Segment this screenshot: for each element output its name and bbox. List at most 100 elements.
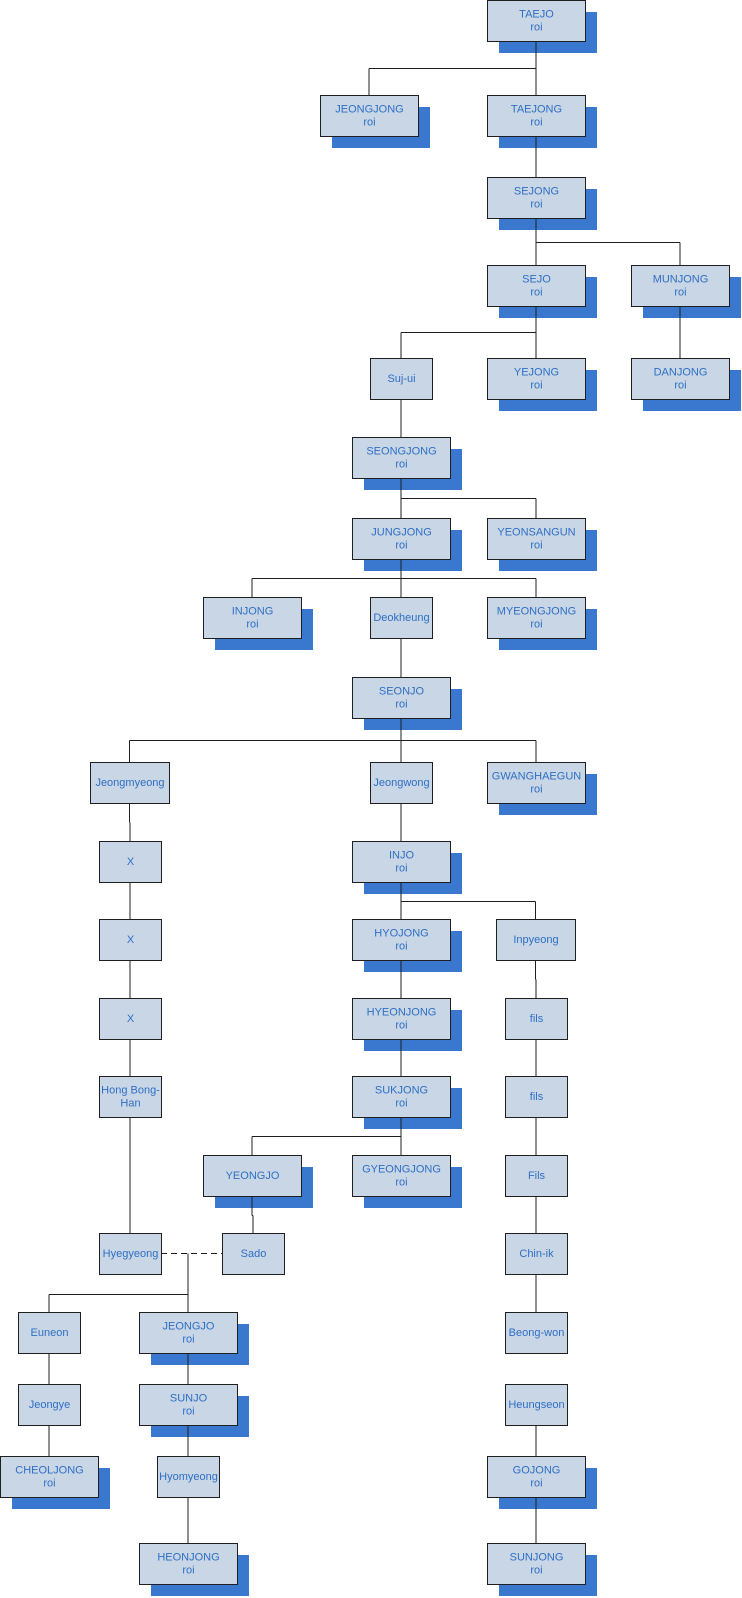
node-box <box>487 518 586 560</box>
node-name-label: INJONG <box>232 606 274 618</box>
node-box <box>370 597 433 639</box>
node-box <box>352 437 451 479</box>
node-box <box>505 1076 568 1118</box>
node-hong: Hong Bong-Han <box>99 1076 162 1118</box>
node-title-label: roi <box>674 380 686 392</box>
node-box <box>487 177 586 219</box>
node-box <box>222 1233 285 1275</box>
node-box <box>352 518 451 560</box>
node-euneon: Euneon <box>18 1312 81 1354</box>
node-name-label: Hong Bong- <box>101 1085 160 1097</box>
node-hyegyeong: Hyegyeong <box>99 1233 162 1275</box>
node-name-label: Sado <box>241 1248 267 1260</box>
node-name-label: fils <box>530 1091 544 1103</box>
node-box <box>203 1155 302 1197</box>
node-name-label: Hyomyeong <box>159 1471 218 1483</box>
node-name-label: HYEONJONG <box>367 1007 437 1019</box>
node-jeongmyeong: Jeongmyeong <box>90 762 170 804</box>
node-name-label: Deokheung <box>373 612 429 624</box>
node-name-label: Fils <box>528 1170 546 1182</box>
node-name-label: Euneon <box>31 1327 69 1339</box>
node-title-label: roi <box>530 117 542 129</box>
node-box <box>487 1456 586 1498</box>
node-name-label: HEONJONG <box>157 1552 219 1564</box>
node-title-label: roi <box>530 287 542 299</box>
node-box <box>352 1076 451 1118</box>
node-name-label: DANJONG <box>654 367 708 379</box>
node-title-label: roi <box>363 117 375 129</box>
node-title-label: roi <box>530 1565 542 1577</box>
node-box <box>487 1543 586 1585</box>
node-box <box>99 919 162 961</box>
node-title-label: roi <box>530 199 542 211</box>
node-box <box>505 1233 568 1275</box>
node-box <box>487 762 586 804</box>
node-name-label: GOJONG <box>513 1465 561 1477</box>
node-title-label: roi <box>182 1565 194 1577</box>
node-name-label: CHEOLJONG <box>15 1465 83 1477</box>
node-name-label: Jeongwong <box>373 777 429 789</box>
node-box <box>352 841 451 883</box>
node-box <box>352 919 451 961</box>
node-fils2: fils <box>505 1076 568 1118</box>
node-box <box>90 762 170 804</box>
node-title-label: roi <box>246 619 258 631</box>
node-box <box>320 95 419 137</box>
node-box <box>99 1233 162 1275</box>
node-title-label: roi <box>395 699 407 711</box>
node-title-label: roi <box>182 1334 194 1346</box>
node-name-label: SUNJONG <box>510 1552 564 1564</box>
node-box <box>18 1384 81 1426</box>
node-title-label: roi <box>395 941 407 953</box>
node-name-label: fils <box>530 1013 544 1025</box>
node-name-label: X <box>127 856 135 868</box>
node-box <box>139 1312 238 1354</box>
connector-lines <box>48 41 681 1543</box>
node-title-label: roi <box>530 22 542 34</box>
node-box <box>487 597 586 639</box>
node-box <box>631 358 730 400</box>
node-x2: X <box>99 919 162 961</box>
node-name-label: JEONGJO <box>163 1321 215 1333</box>
node-suj_ui: Suj-ui <box>370 358 433 400</box>
node-name-label: YEONGJO <box>226 1170 280 1182</box>
node-name-label: Chin-ik <box>519 1248 554 1260</box>
node-title-label: roi <box>395 459 407 471</box>
node-title-label: roi <box>674 287 686 299</box>
node-name-label: TAEJO <box>519 9 554 21</box>
node-title-label: roi <box>530 1478 542 1490</box>
connector-yeongjo <box>251 1196 254 1233</box>
connector-inpyeong <box>535 960 537 998</box>
node-name-label: MYEONGJONG <box>497 606 576 618</box>
node-box <box>487 265 586 307</box>
node-fils1: fils <box>505 998 568 1040</box>
connector-sukjong <box>251 1117 402 1155</box>
node-box <box>505 1384 568 1426</box>
node-name-label: Hyegyeong <box>103 1248 159 1260</box>
node-name-label: SEONJO <box>379 686 425 698</box>
node-boxes: TAEJOroiJEONGJONGroiTAEJONGroiSEJONGroiS… <box>0 0 730 1585</box>
node-name-label: Beong-won <box>509 1327 565 1339</box>
node-name-label: SUKJONG <box>375 1085 428 1097</box>
node-name-label: SEJONG <box>514 186 559 198</box>
node-title-label: roi <box>395 1098 407 1110</box>
node-fils3: Fils <box>505 1155 568 1197</box>
connector-injo <box>400 882 536 919</box>
node-box <box>370 762 433 804</box>
node-name-label: X <box>127 934 135 946</box>
connector-sejo <box>400 306 537 358</box>
node-box <box>631 265 730 307</box>
